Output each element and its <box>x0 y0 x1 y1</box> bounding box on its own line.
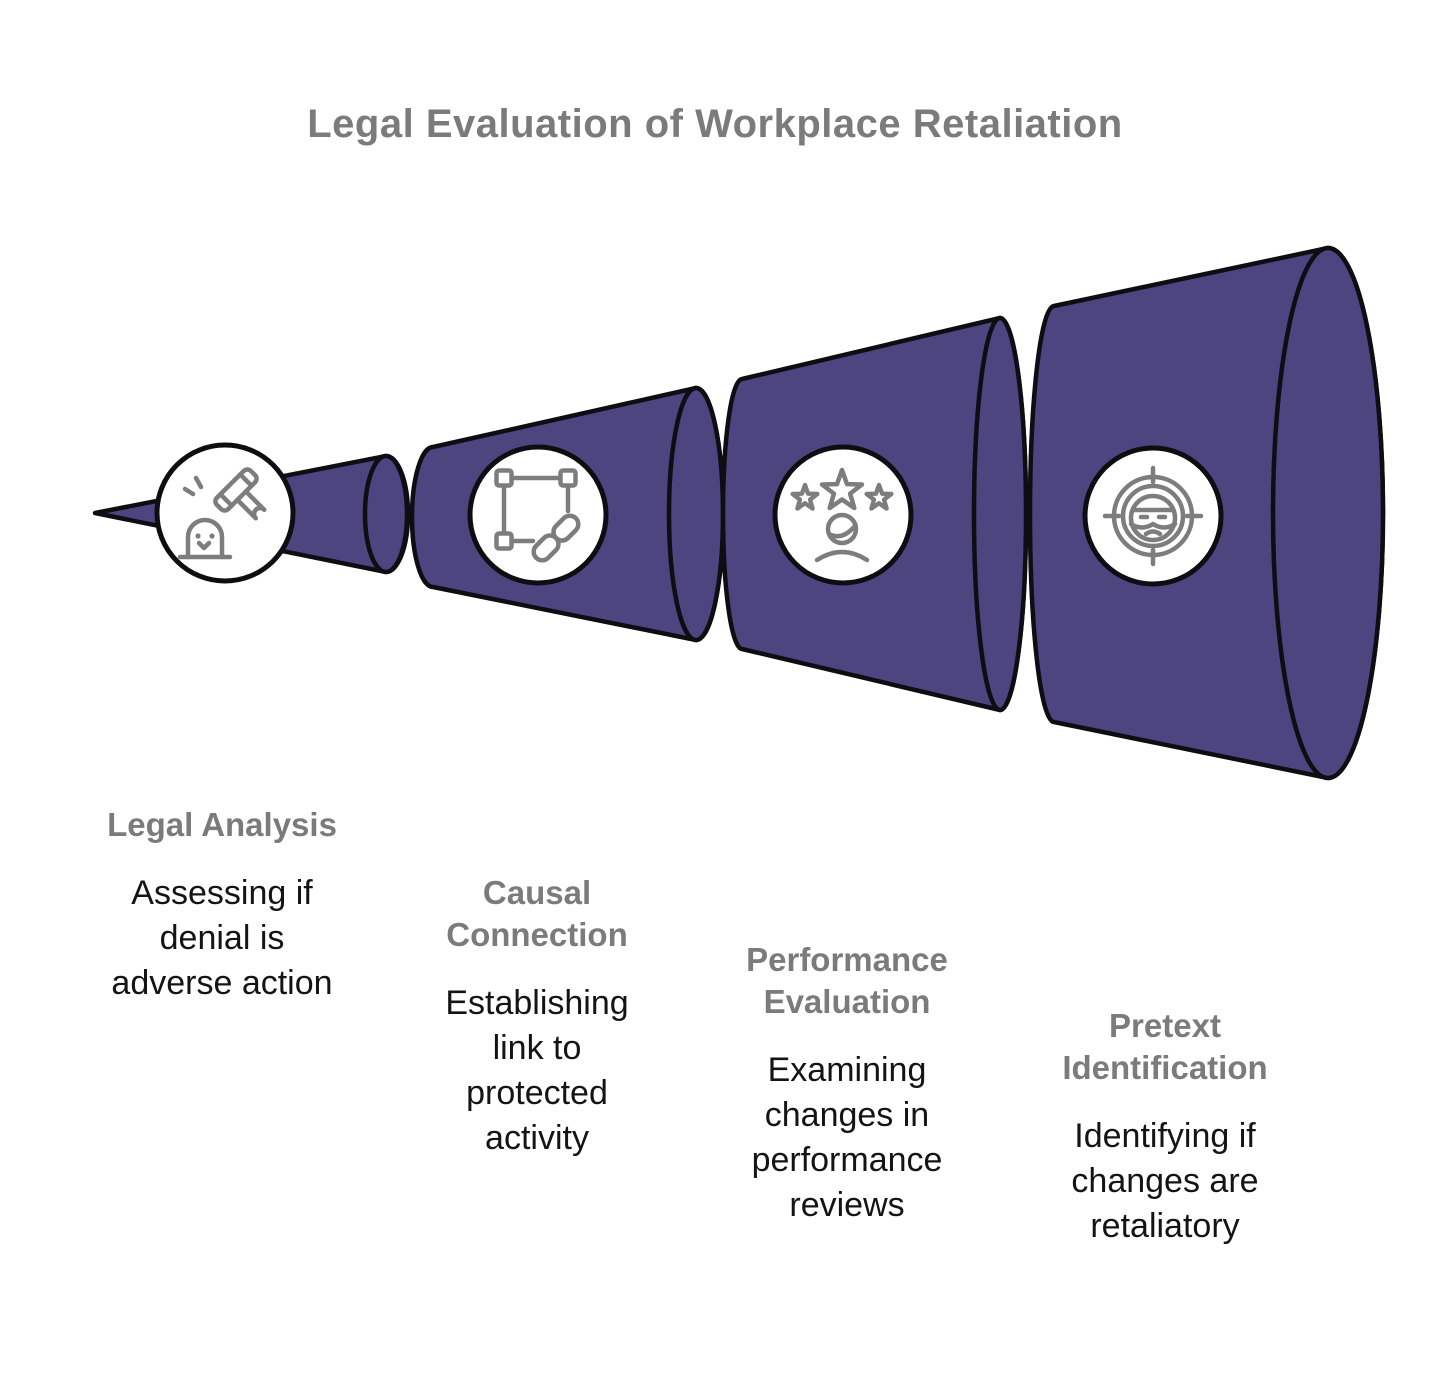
stage-2-icon-circle <box>467 444 609 586</box>
stage-3-icon-badge <box>772 444 914 586</box>
stage-4-description: Identifying if changes are retaliatory <box>1071 1117 1259 1245</box>
star-rating-person-icon <box>790 467 894 563</box>
stage-2-description: Establishing link to protected activity <box>445 984 629 1157</box>
mole-left-eye <box>195 533 201 539</box>
stage-3-heading: Performance Evaluation <box>746 941 948 1020</box>
stage-4-text-block: Pretext Identification Identifying if ch… <box>1030 1005 1300 1249</box>
funnel-segment-1-rim <box>362 453 410 575</box>
stage-3-text-block: Performance Evaluation Examining changes… <box>722 939 972 1228</box>
stage-1-description: Assessing if denial is adverse action <box>111 874 333 1002</box>
stage-2-text-block: Causal Connection Establishing link to p… <box>417 872 657 1161</box>
stage-1-icon-circle <box>154 442 296 584</box>
masked-culprit-target-icon <box>1102 465 1204 567</box>
page-title: Legal Evaluation of Workplace Retaliatio… <box>307 102 1123 146</box>
stage-4-heading: Pretext Identification <box>1062 1007 1268 1086</box>
stage-3-description: Examining changes in performance reviews <box>751 1051 943 1224</box>
funnel-segment-2-rim <box>666 385 726 643</box>
funnel-segment-4-rim <box>1270 245 1386 781</box>
selection-link-icon <box>494 468 581 563</box>
stage-2-heading: Causal Connection <box>446 874 628 953</box>
funnel-segment-3-rim <box>971 315 1029 713</box>
stage-1-heading: Legal Analysis <box>107 806 337 843</box>
gavel-mole-icon <box>177 467 267 560</box>
stage-4-icon-circle <box>1082 445 1224 587</box>
stage-1-icon-badge <box>154 442 296 584</box>
stage-2-icon-badge <box>467 444 609 586</box>
stage-4-icon-badge <box>1082 445 1224 587</box>
stage-1-text-block: Legal Analysis Assessing if denial is ad… <box>87 804 357 1006</box>
mole-right-eye <box>209 533 215 539</box>
